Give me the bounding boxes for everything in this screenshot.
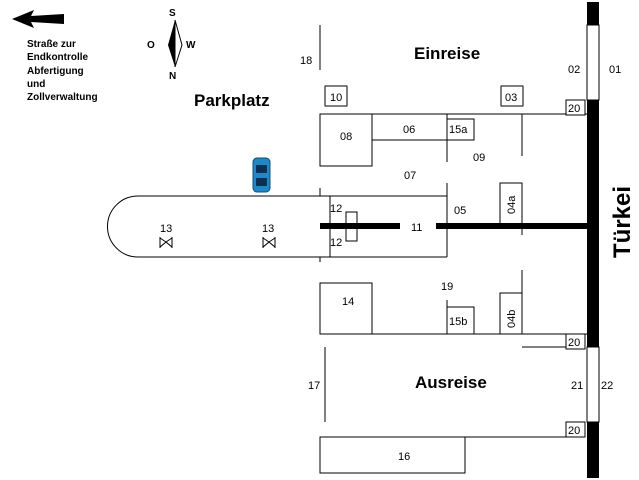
label-05: 05 xyxy=(454,205,466,217)
access-road xyxy=(107,195,320,258)
building-16 xyxy=(319,436,466,474)
label-13-west: 13 xyxy=(160,223,172,235)
label-04b: 04b xyxy=(506,310,518,328)
booth-13-east-icon xyxy=(262,237,276,249)
border-gate-north xyxy=(586,24,600,101)
box-20-top xyxy=(565,99,586,116)
direction-note-line2: Endkontrolle xyxy=(27,52,89,63)
label-09: 09 xyxy=(473,152,485,164)
label-22: 22 xyxy=(601,380,613,392)
divider-west xyxy=(320,223,400,229)
box-03 xyxy=(500,85,524,107)
divider-east xyxy=(436,223,587,229)
label-20-top: 20 xyxy=(568,103,580,115)
border-gate-south xyxy=(586,346,600,423)
compass-north: N xyxy=(169,71,176,82)
direction-arrow-icon xyxy=(12,10,64,28)
label-10: 10 xyxy=(330,92,342,104)
box-20-middle xyxy=(565,333,586,350)
direction-note-line4: und xyxy=(27,79,45,90)
building-15a xyxy=(446,118,475,141)
area-tuerkei: Türkei xyxy=(609,186,636,258)
label-15b: 15b xyxy=(449,316,467,328)
label-20-bottom: 20 xyxy=(568,425,580,437)
compass-west: W xyxy=(186,40,196,51)
label-17: 17 xyxy=(308,380,320,392)
label-15a: 15a xyxy=(449,124,468,136)
area-einreise: Einreise xyxy=(414,44,480,63)
label-12-bottom: 12 xyxy=(330,237,342,249)
label-04a: 04a xyxy=(506,195,518,214)
compass-south: S xyxy=(169,8,176,19)
building-08 xyxy=(319,113,373,167)
label-12-top: 12 xyxy=(330,203,342,215)
direction-note-line3: Abfertigung xyxy=(27,66,84,77)
label-19: 19 xyxy=(441,281,453,293)
label-03: 03 xyxy=(505,92,517,104)
label-07: 07 xyxy=(404,170,416,182)
label-01: 01 xyxy=(609,64,621,76)
direction-note-line1: Straße zur xyxy=(27,39,76,50)
compass-needle-icon xyxy=(168,19,183,68)
booth-04b xyxy=(499,292,523,335)
building-14 xyxy=(319,282,373,335)
direction-note-line5: Zollverwaltung xyxy=(27,92,98,103)
area-parkplatz: Parkplatz xyxy=(194,91,270,110)
car-icon xyxy=(252,157,271,193)
compass-east: O xyxy=(147,40,155,51)
label-08: 08 xyxy=(340,131,352,143)
box-10 xyxy=(324,85,348,107)
area-ausreise: Ausreise xyxy=(415,373,487,392)
label-20-middle: 20 xyxy=(568,337,580,349)
label-02: 02 xyxy=(568,64,580,76)
label-21: 21 xyxy=(571,380,583,392)
building-15b xyxy=(446,306,475,335)
booth-13-west-icon xyxy=(159,237,173,249)
label-11: 11 xyxy=(411,222,422,234)
box-20-bottom xyxy=(565,421,586,438)
label-13-east: 13 xyxy=(262,223,274,235)
label-14: 14 xyxy=(342,296,354,308)
label-18: 18 xyxy=(300,55,312,67)
label-16: 16 xyxy=(398,451,410,463)
label-06: 06 xyxy=(403,124,415,136)
